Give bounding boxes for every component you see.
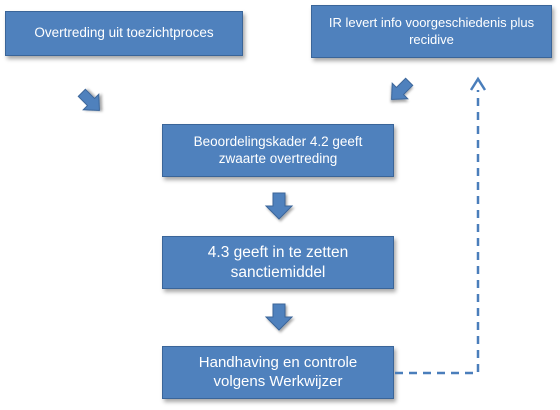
node-sanctiemiddel-label: 4.3 geeft in te zetten sanctiemiddel (207, 244, 349, 281)
node-overtreding: Overtreding uit toezichtproces (5, 11, 243, 56)
node-handhaving: Handhaving en controle volgens Werkwijze… (162, 346, 394, 399)
arrow-ir-info-to-beoordelingskader (390, 77, 414, 101)
arrow-beoordelingskader-to-sanctiemiddel (264, 192, 294, 220)
node-beoordelingskader-label: Beoordelingskader 4.2 geeft zwaarte over… (193, 133, 363, 166)
node-handhaving-label: Handhaving en controle volgens Werkwijze… (198, 353, 358, 390)
node-overtreding-label: Overtreding uit toezichtproces (34, 25, 214, 41)
dashed-connector-handhaving-to-ir-info (395, 76, 487, 375)
node-beoordelingskader: Beoordelingskader 4.2 geeft zwaarte over… (162, 124, 394, 177)
node-ir-info: IR levert info voorgeschiedenis plus rec… (311, 5, 552, 58)
node-sanctiemiddel: 4.3 geeft in te zetten sanctiemiddel (162, 236, 394, 289)
node-ir-info-label: IR levert info voorgeschiedenis plus rec… (328, 15, 535, 47)
arrow-sanctiemiddel-to-handhaving (264, 303, 294, 331)
arrow-overtreding-to-beoordelingskader (77, 88, 101, 112)
